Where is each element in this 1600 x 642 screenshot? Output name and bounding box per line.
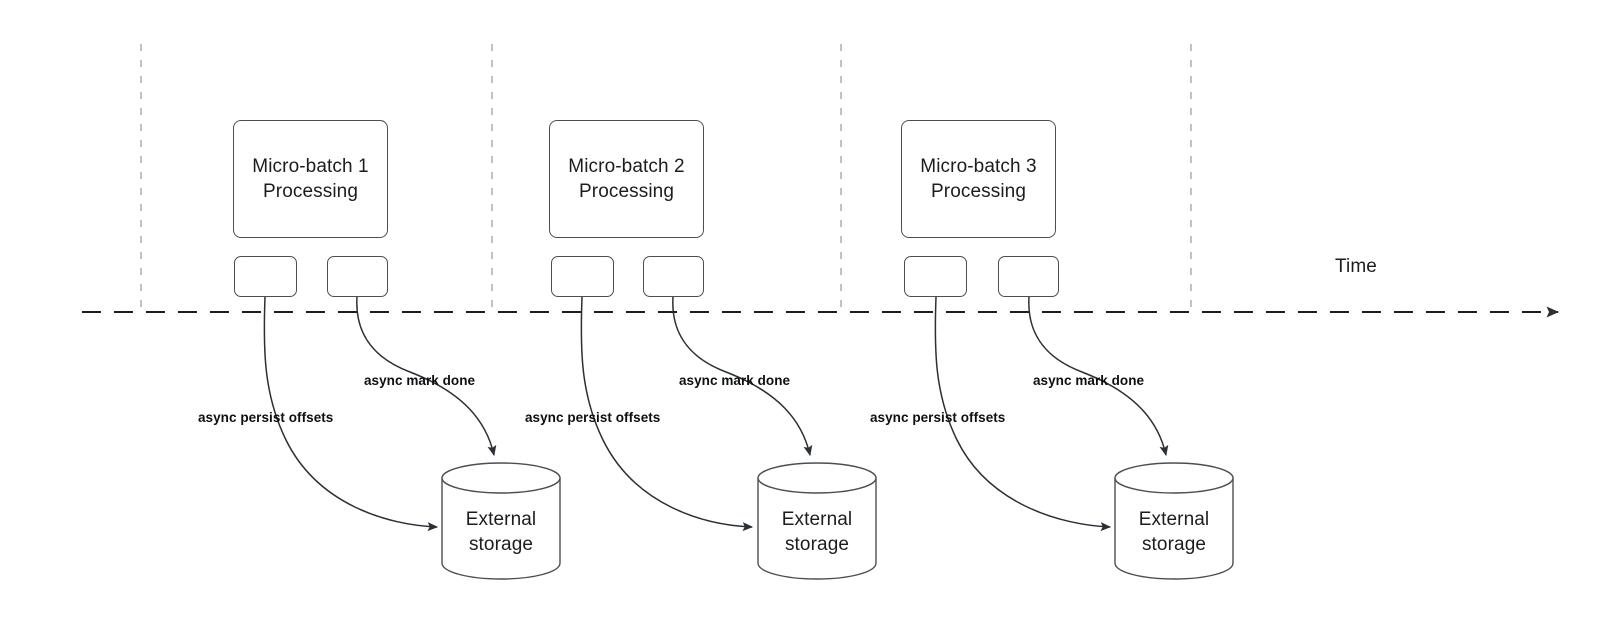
edge-label-mark-done-2: async mark done	[679, 373, 791, 388]
micro-batch-3-processing-box[interactable]: Micro-batch 3 Processing	[901, 120, 1056, 238]
edge-mark-done-3	[1028, 296, 1169, 457]
micro-batch-3-task-box-2[interactable]	[998, 256, 1059, 297]
batch-2-connectors	[580, 296, 813, 532]
edge-label-persist-offsets-3: async persist offsets	[870, 410, 1006, 425]
batch-boundary-lines	[140, 44, 1192, 308]
micro-batch-1-task-box-1[interactable]	[234, 256, 297, 297]
micro-batch-2-label: Micro-batch 2 Processing	[568, 154, 684, 205]
micro-batch-3-label-line1: Micro-batch 3	[920, 155, 1037, 177]
edge-persist-offsets-3	[934, 296, 1112, 532]
micro-batch-1-label-line1: Micro-batch 1	[252, 155, 369, 177]
micro-batch-3-label: Micro-batch 3 Processing	[920, 154, 1036, 205]
micro-batch-3-label-line2: Processing	[931, 181, 1026, 202]
micro-batch-2-task-box-1[interactable]	[551, 256, 614, 297]
micro-batch-2-label-line1: Micro-batch 2	[568, 155, 685, 177]
micro-batch-3-task-box-1[interactable]	[904, 256, 967, 297]
time-axis-label: Time	[1335, 256, 1377, 277]
edge-label-mark-done-3: async mark done	[1033, 373, 1145, 388]
edge-persist-offsets-2	[580, 296, 754, 532]
micro-batch-2-label-line2: Processing	[579, 181, 674, 202]
edge-label-persist-offsets-2: async persist offsets	[525, 410, 661, 425]
micro-batch-2-processing-box[interactable]: Micro-batch 2 Processing	[549, 120, 704, 238]
edge-label-mark-done-1: async mark done	[364, 373, 476, 388]
micro-batch-1-label: Micro-batch 1 Processing	[252, 154, 368, 205]
micro-batch-1-label-line2: Processing	[263, 181, 358, 202]
edge-persist-offsets-1	[263, 296, 439, 532]
micro-batch-1-processing-box[interactable]: Micro-batch 1 Processing	[233, 120, 388, 238]
micro-batch-1-task-box-2[interactable]	[327, 256, 388, 297]
micro-batch-2-task-box-2[interactable]	[643, 256, 704, 297]
edge-mark-done-2	[672, 296, 813, 457]
external-storage-shape-2	[757, 462, 877, 580]
edge-mark-done-1	[356, 296, 497, 457]
batch-1-connectors	[263, 296, 497, 532]
external-storage-shape-3	[1114, 462, 1234, 580]
external-storage-shape-1	[441, 462, 561, 580]
edge-label-persist-offsets-1: async persist offsets	[198, 410, 334, 425]
batch-3-connectors	[934, 296, 1169, 532]
